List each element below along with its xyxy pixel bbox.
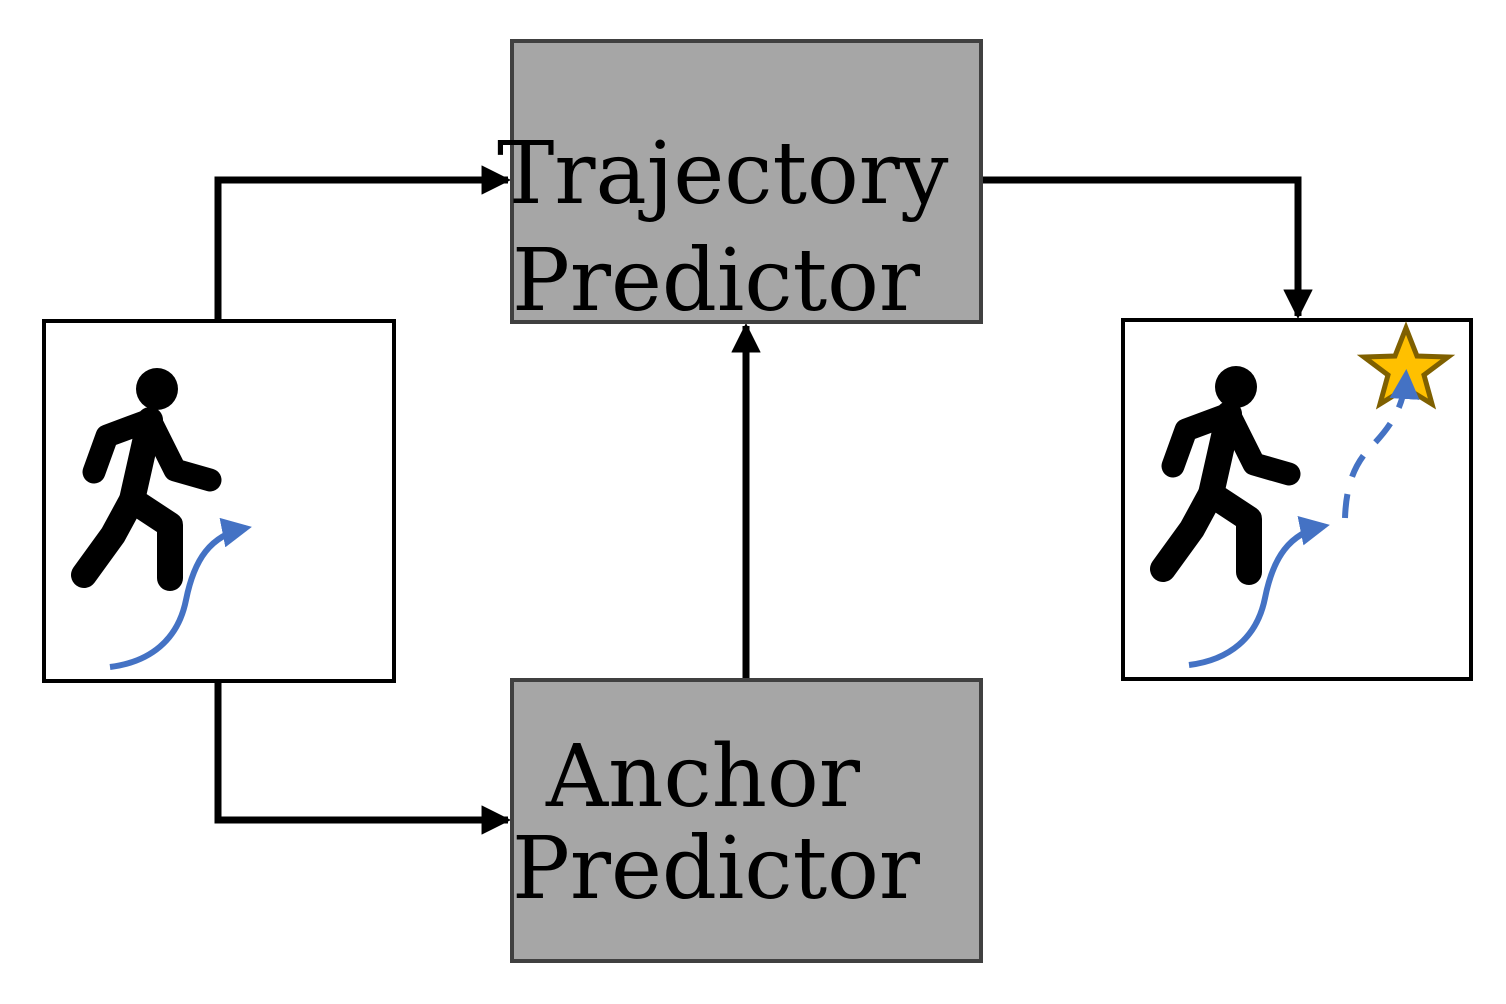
anchor-predictor-label-line1: Anchor: [545, 727, 861, 827]
input-to-anchor-arrow: [214, 681, 511, 835]
trajectory-to-output-arrow: [981, 176, 1313, 319]
trajectory-predictor-label-line2: Predictor: [512, 231, 921, 331]
predicted-trajectory-dashed: [1342, 369, 1420, 519]
observed-trajectory-curve: [1188, 516, 1330, 668]
anchor-predictor-box: Anchor Predictor: [510, 678, 983, 963]
trajectory-predictor-box: Trajectory Predictor: [497, 39, 983, 331]
output-panel: [1121, 318, 1473, 681]
walking-person-icon: [71, 368, 222, 591]
walking-person-icon: [1150, 366, 1301, 585]
observed-trajectory-curve: [109, 517, 252, 670]
anchor-predictor-label-line2: Predictor: [512, 819, 921, 919]
trajectory-predictor-label-line1: Trajectory: [497, 124, 949, 224]
input-to-trajectory-arrow: [214, 165, 511, 320]
input-panel: [42, 319, 396, 683]
